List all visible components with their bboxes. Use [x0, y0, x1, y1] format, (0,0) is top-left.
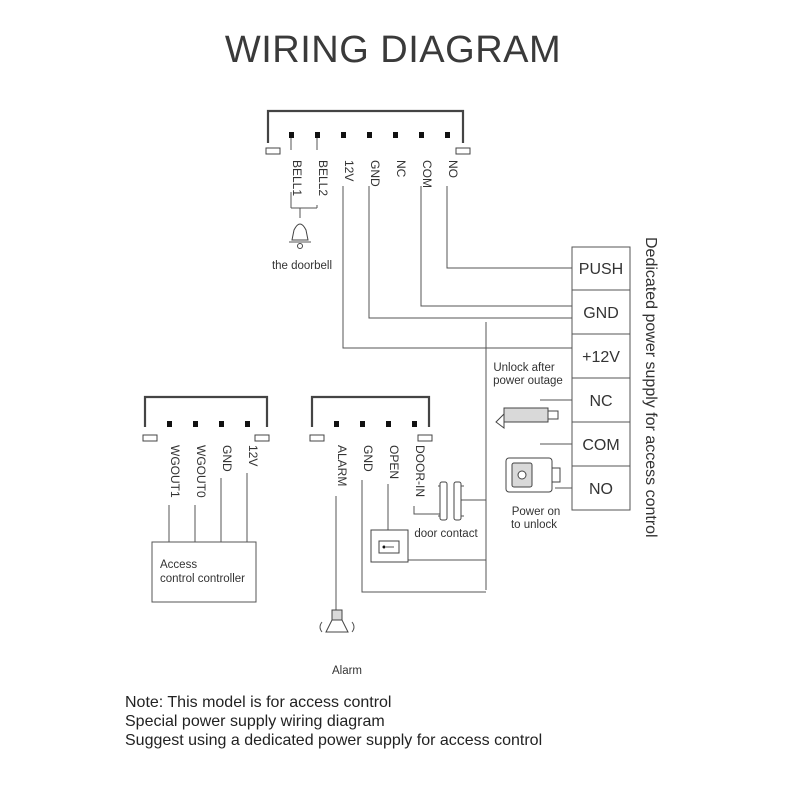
pin-label-12v: 12V — [342, 160, 356, 181]
unlock-after-label-2: power outage — [493, 375, 563, 387]
top-wires — [290, 138, 572, 349]
notes: Note: This model is for access control S… — [125, 694, 542, 749]
psu-terminal-nc: NC — [589, 393, 612, 410]
unlock-after-label-1: Unlock after — [493, 362, 555, 374]
doorbell-icon — [289, 223, 311, 249]
pin-label-nc: NC — [394, 160, 408, 178]
pin-label-alarm-gnd: GND — [361, 445, 375, 472]
pin-label-door-in: DOOR-IN — [413, 445, 427, 497]
diagram-title: WIRING DIAGRAM — [225, 29, 561, 71]
psu-terminal-com: COM — [582, 437, 619, 454]
pin-label-com: COM — [420, 160, 434, 188]
wiegand-wires — [168, 473, 248, 542]
psu-terminal-12v: +12V — [582, 349, 620, 366]
pin-label-gnd: GND — [368, 160, 382, 187]
doorbell-label: the doorbell — [272, 260, 332, 272]
controller-label-1: Access — [160, 559, 197, 571]
controller-label-2: control controller — [160, 573, 245, 585]
magnetic-lock-icon — [495, 407, 559, 429]
door-contact-icon — [438, 481, 464, 521]
power-on-label-1: Power on — [512, 506, 561, 518]
pin-label-bell1: BELL1 — [290, 160, 304, 196]
psu-terminal-no: NO — [589, 481, 613, 498]
door-contact-label: door contact — [414, 528, 478, 540]
pin-label-wg-12v: 12V — [246, 445, 260, 466]
alarm-pin-labels: ALARM GND OPEN DOOR-IN — [335, 445, 427, 497]
note-line-2: Special power supply wiring diagram — [125, 713, 385, 730]
note-line-3: Suggest using a dedicated power supply f… — [125, 732, 542, 749]
wiegand-connector — [142, 395, 270, 442]
access-controller: Access control controller — [151, 541, 257, 603]
alarm-wires — [335, 480, 486, 610]
alarm-label: Alarm — [332, 665, 362, 677]
pin-label-no: NO — [446, 160, 460, 178]
psu-terminal-gnd: GND — [583, 305, 619, 322]
wiegand-pin-labels: WGOUT1 WGOUT0 GND 12V — [168, 445, 260, 498]
alarm-siren-icon — [319, 609, 355, 633]
pin-label-wgout1: WGOUT1 — [168, 445, 182, 498]
pin-label-bell2: BELL2 — [316, 160, 330, 196]
top-connector — [265, 109, 471, 155]
pin-label-wg-gnd: GND — [220, 445, 234, 472]
psu-terminal-push: PUSH — [579, 261, 623, 278]
psu-bus-wires — [485, 322, 572, 590]
power-supply: PUSH GND +12V NC COM NO — [571, 246, 631, 511]
exit-button-icon — [370, 529, 409, 563]
electric-lock-icon — [505, 457, 561, 493]
pin-label-wgout0: WGOUT0 — [194, 445, 208, 498]
pin-label-open: OPEN — [387, 445, 401, 479]
top-connector-pin-labels: BELL1 BELL2 12V GND NC COM NO — [290, 160, 460, 196]
alarm-connector — [309, 395, 433, 442]
power-on-label-2: to unlock — [511, 519, 557, 531]
psu-side-label: Dedicated power supply for access contro… — [642, 237, 659, 538]
note-line-1: Note: This model is for access control — [125, 694, 391, 711]
pin-label-alarm: ALARM — [335, 445, 349, 486]
